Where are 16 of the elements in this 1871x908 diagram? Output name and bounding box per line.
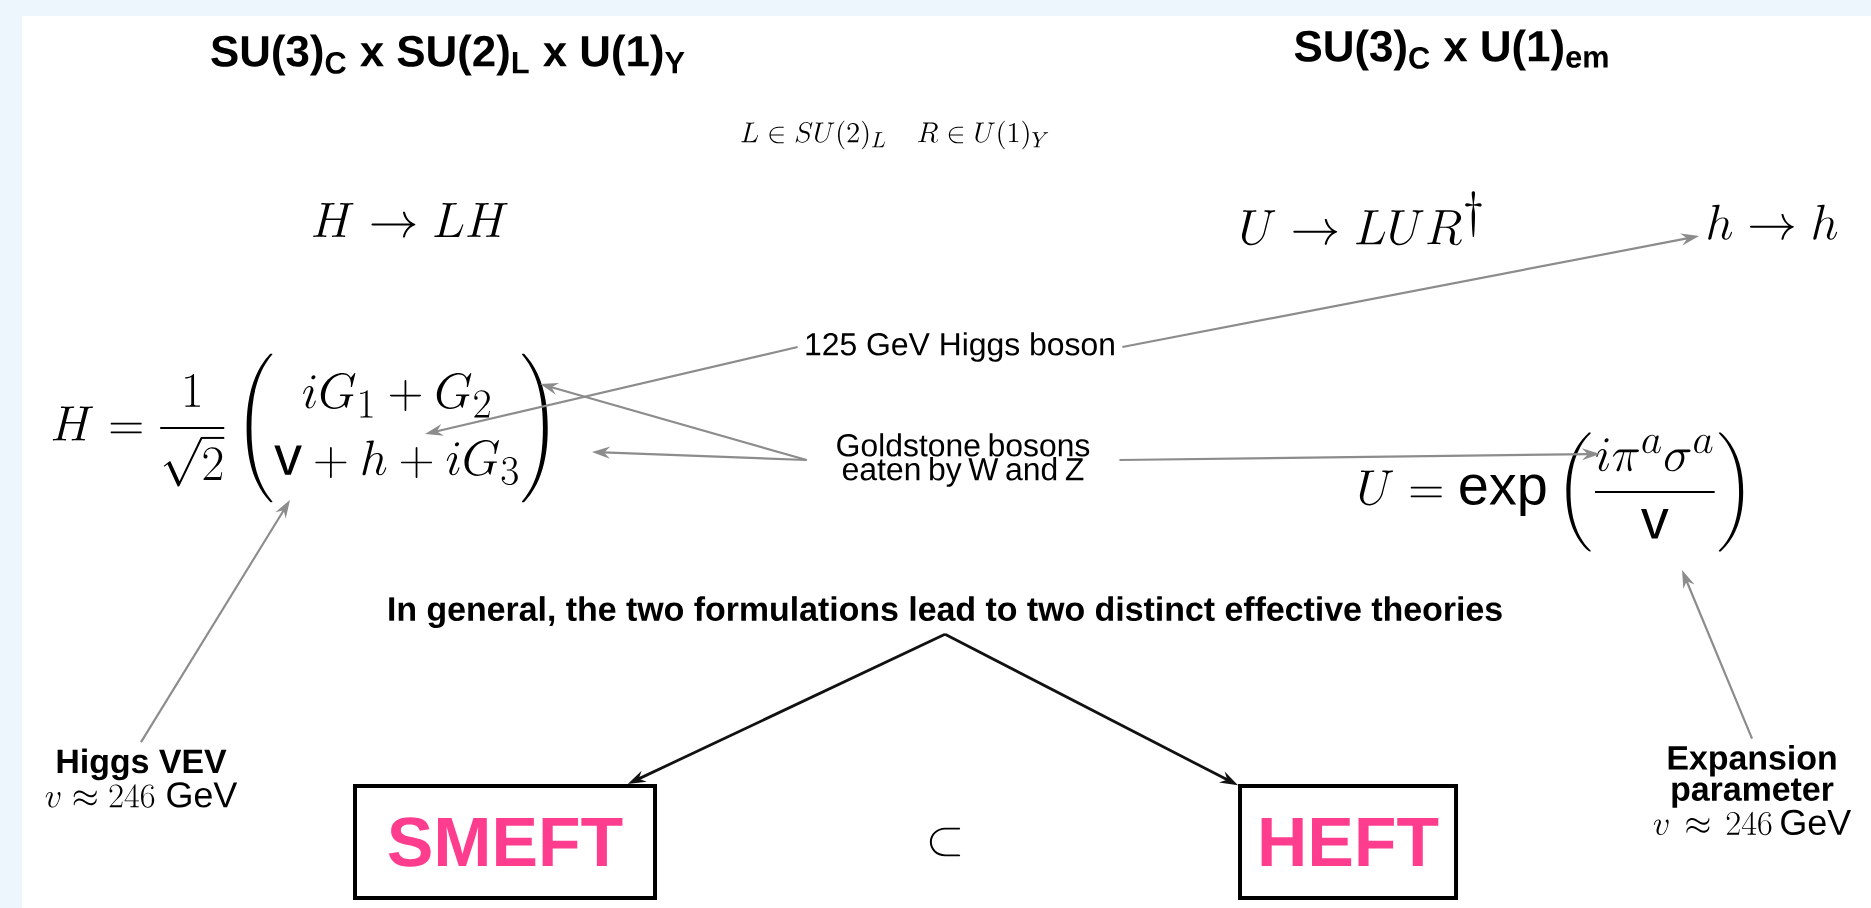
group-heading: SU(3)$_{C}$ x SU(2)$_{L}$ x U(1)$_{Y}$ [211, 34, 685, 76]
subset-symbol: $\subset$ [929, 827, 961, 857]
statement-text: In general, the two formulations lead to two distinct effective theories [389, 596, 1502, 628]
callout-label: Higgs VEV $v \approx 246\ \mathrm{GeV}$ [45, 748, 238, 808]
theory-box: SMEFT [353, 784, 657, 900]
equation: $H = \frac{1}{\sqrt{2}} \begin{pmatrix} iG_1 + G_2 \\ \mathrm{v} + h + iG_3 \end{pmatrix}$ [52, 353, 548, 503]
group-heading: SU(3)$_{C}$ x U(1)$_{em}$ [1294, 29, 1608, 71]
callout-label: Goldstone bosons eaten by W and Z [837, 433, 1090, 487]
theory-box: HEFT [1238, 784, 1459, 900]
equation: $h \to h$ [1708, 204, 1838, 240]
equation: $H \to LH$ [313, 203, 508, 238]
equation: $L \in SU(2)_L \quad R \in U(1)_Y$ [741, 120, 1049, 150]
equation: $U \to LUR^\dagger$ [1242, 191, 1482, 246]
callout-label: 125 GeV Higgs boson [806, 332, 1114, 362]
equation: $U = \exp \left( \frac{i\pi^a \sigma^a}{\mathrm{v}} \right)$ [1359, 432, 1744, 552]
callout-label: Expansion parameter $v \approx 246\ \mathrm{GeV}$ [1653, 745, 1851, 836]
